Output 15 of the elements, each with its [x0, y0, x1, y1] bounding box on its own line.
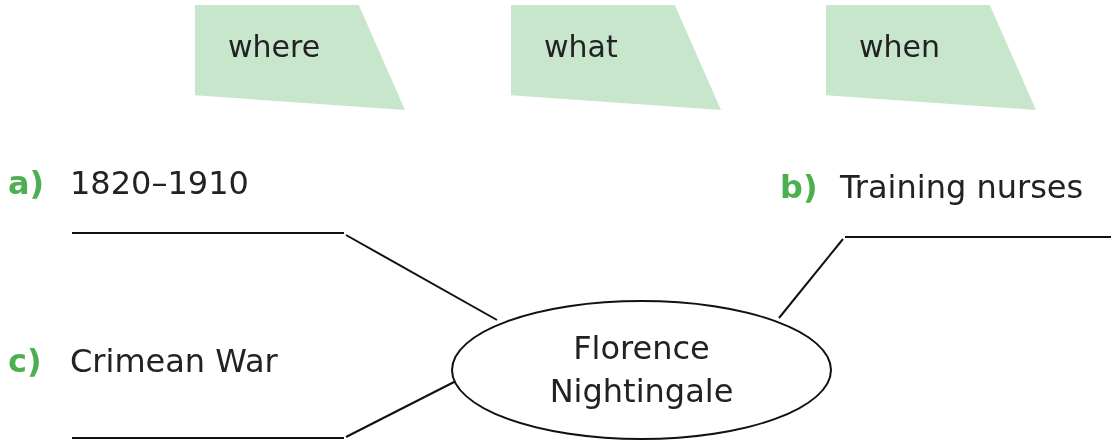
fill-in-line	[72, 232, 344, 234]
ellipse-node: Florence Nightingale	[451, 300, 832, 440]
connector-line	[778, 238, 844, 319]
connector-line	[345, 234, 498, 321]
item-letter: b)	[780, 168, 818, 206]
item-letter: a)	[8, 164, 45, 202]
item-letter: c)	[8, 342, 42, 380]
item-text: Crimean War	[70, 342, 278, 380]
word-tag: what	[511, 5, 721, 110]
item-text: Training nurses	[840, 168, 1084, 206]
word-tag: where	[195, 5, 405, 110]
fill-in-line	[72, 437, 344, 439]
item-text: 1820–1910	[70, 164, 249, 202]
fill-in-line	[845, 236, 1111, 238]
word-tag: when	[826, 5, 1036, 110]
